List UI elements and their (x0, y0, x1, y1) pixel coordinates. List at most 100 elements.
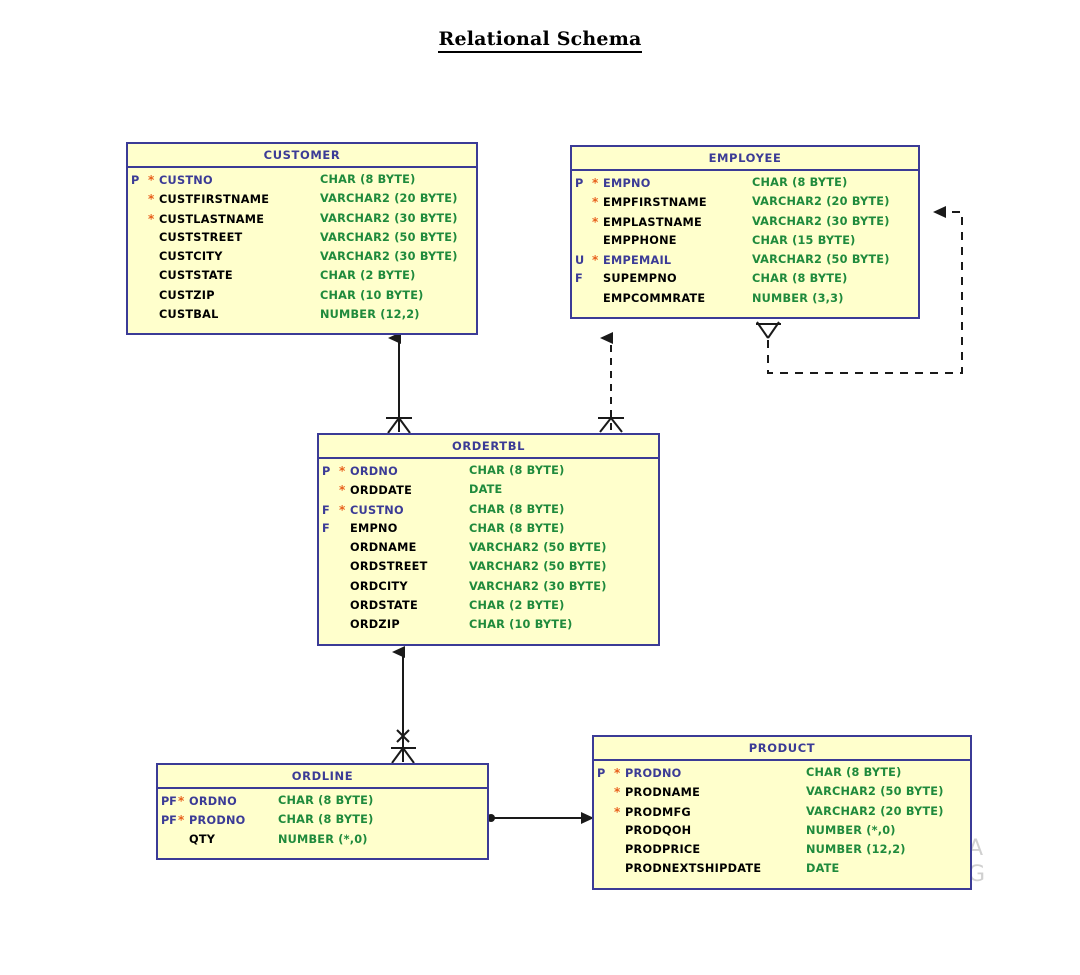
attribute-name: ORDSTATE (350, 599, 418, 613)
attribute-name: ORDNO (189, 795, 237, 808)
attribute-required-marker: * (614, 766, 621, 780)
attribute-row: EMPCOMMRATE NUMBER (3,3) (572, 292, 918, 311)
attribute-row: * EMPFIRSTNAME VARCHAR2 (20 BYTE) (572, 195, 918, 214)
attribute-name: PRODQOH (625, 823, 692, 837)
attribute-name: CUSTSTREET (159, 230, 243, 244)
entity-product-attributes: P * PRODNO CHAR (8 BYTE) * PRODNAME VARCHAR2 (… (594, 761, 970, 888)
attribute-datatype: CHAR (8 BYTE) (752, 272, 848, 286)
attribute-required-marker: * (339, 502, 346, 517)
attribute-key-marker: P (131, 174, 140, 187)
attribute-name: ORDDATE (350, 484, 413, 498)
attribute-name: ORDNAME (350, 541, 417, 555)
attribute-row: PRODQOH NUMBER (*,0) (594, 824, 970, 843)
attribute-name: CUSTNO (159, 174, 213, 187)
attribute-datatype: VARCHAR2 (30 BYTE) (320, 250, 458, 264)
attribute-datatype: VARCHAR2 (50 BYTE) (320, 230, 458, 244)
attribute-name: CUSTCITY (159, 250, 223, 264)
entity-ordertbl-title: ORDERTBL (319, 435, 658, 459)
relationship-customer-ordertbl (386, 332, 412, 434)
attribute-datatype: VARCHAR2 (20 BYTE) (320, 192, 458, 206)
attribute-row: P * CUSTNO CHAR (8 BYTE) (128, 173, 476, 192)
page-title-text: Relational Schema (438, 28, 642, 53)
attribute-name: CUSTZIP (159, 288, 215, 302)
attribute-datatype: VARCHAR2 (30 BYTE) (752, 214, 890, 228)
attribute-row: ORDSTREET VARCHAR2 (50 BYTE) (319, 560, 658, 579)
attribute-datatype: DATE (806, 862, 840, 876)
attribute-key-marker: PF (161, 814, 177, 828)
attribute-name: PRODNO (189, 814, 246, 828)
attribute-name: EMPPHONE (603, 233, 677, 247)
attribute-name: ORDSTREET (350, 560, 428, 574)
attribute-name: CUSTBAL (159, 308, 219, 322)
attribute-required-marker: * (592, 253, 599, 268)
attribute-datatype: VARCHAR2 (50 BYTE) (469, 560, 607, 574)
attribute-datatype: NUMBER (12,2) (806, 843, 906, 857)
attribute-key-marker: F (322, 503, 330, 517)
attribute-name: PRODNO (625, 767, 682, 780)
attribute-key-marker: P (597, 767, 606, 780)
attribute-row: ORDNAME VARCHAR2 (50 BYTE) (319, 541, 658, 560)
attribute-row: * PRODNAME VARCHAR2 (50 BYTE) (594, 785, 970, 804)
attribute-datatype: DATE (469, 483, 503, 497)
attribute-name: PRODNAME (625, 786, 701, 800)
relationship-ordertbl-ordline (391, 646, 416, 764)
attribute-name: CUSTSTATE (159, 269, 233, 283)
attribute-datatype: VARCHAR2 (50 BYTE) (752, 253, 890, 267)
attribute-required-marker: * (148, 211, 155, 226)
attribute-datatype: VARCHAR2 (20 BYTE) (752, 195, 890, 209)
attribute-required-marker: * (339, 483, 346, 498)
attribute-datatype: VARCHAR2 (50 BYTE) (469, 541, 607, 555)
attribute-datatype: VARCHAR2 (30 BYTE) (320, 211, 458, 225)
attribute-datatype: VARCHAR2 (50 BYTE) (806, 785, 944, 799)
attribute-required-marker: * (178, 813, 185, 828)
watermark-letter: G (968, 862, 986, 887)
attribute-key-marker: PF (161, 795, 177, 808)
attribute-name: ORDNO (350, 465, 398, 478)
attribute-datatype: CHAR (8 BYTE) (320, 173, 416, 186)
attribute-datatype: NUMBER (3,3) (752, 291, 844, 305)
attribute-name: EMPFIRSTNAME (603, 196, 707, 210)
attribute-datatype: VARCHAR2 (20 BYTE) (806, 804, 944, 818)
relationship-ordline-product (487, 812, 594, 824)
attribute-datatype: NUMBER (*,0) (806, 823, 896, 837)
attribute-name: ORDCITY (350, 579, 408, 593)
attribute-name: EMPNO (603, 177, 651, 190)
attribute-key-marker: U (575, 254, 584, 268)
attribute-required-marker: * (614, 785, 621, 800)
attribute-name: SUPEMPNO (603, 272, 677, 286)
attribute-row: CUSTSTREET VARCHAR2 (50 BYTE) (128, 231, 476, 250)
attribute-name: ORDZIP (350, 618, 400, 632)
attribute-datatype: CHAR (10 BYTE) (469, 618, 573, 632)
attribute-required-marker: * (148, 173, 155, 187)
attribute-name: PRODNEXTSHIPDATE (625, 862, 762, 876)
attribute-required-marker: * (592, 195, 599, 210)
attribute-key-marker: F (322, 521, 330, 535)
attribute-name: EMPCOMMRATE (603, 291, 706, 305)
attribute-datatype: CHAR (8 BYTE) (806, 766, 902, 779)
page-title: Relational Schema (0, 28, 1080, 53)
attribute-row: P * PRODNO CHAR (8 BYTE) (594, 766, 970, 785)
attribute-row: ORDZIP CHAR (10 BYTE) (319, 618, 658, 637)
attribute-required-marker: * (178, 794, 185, 808)
attribute-name: CUSTNO (350, 503, 404, 517)
